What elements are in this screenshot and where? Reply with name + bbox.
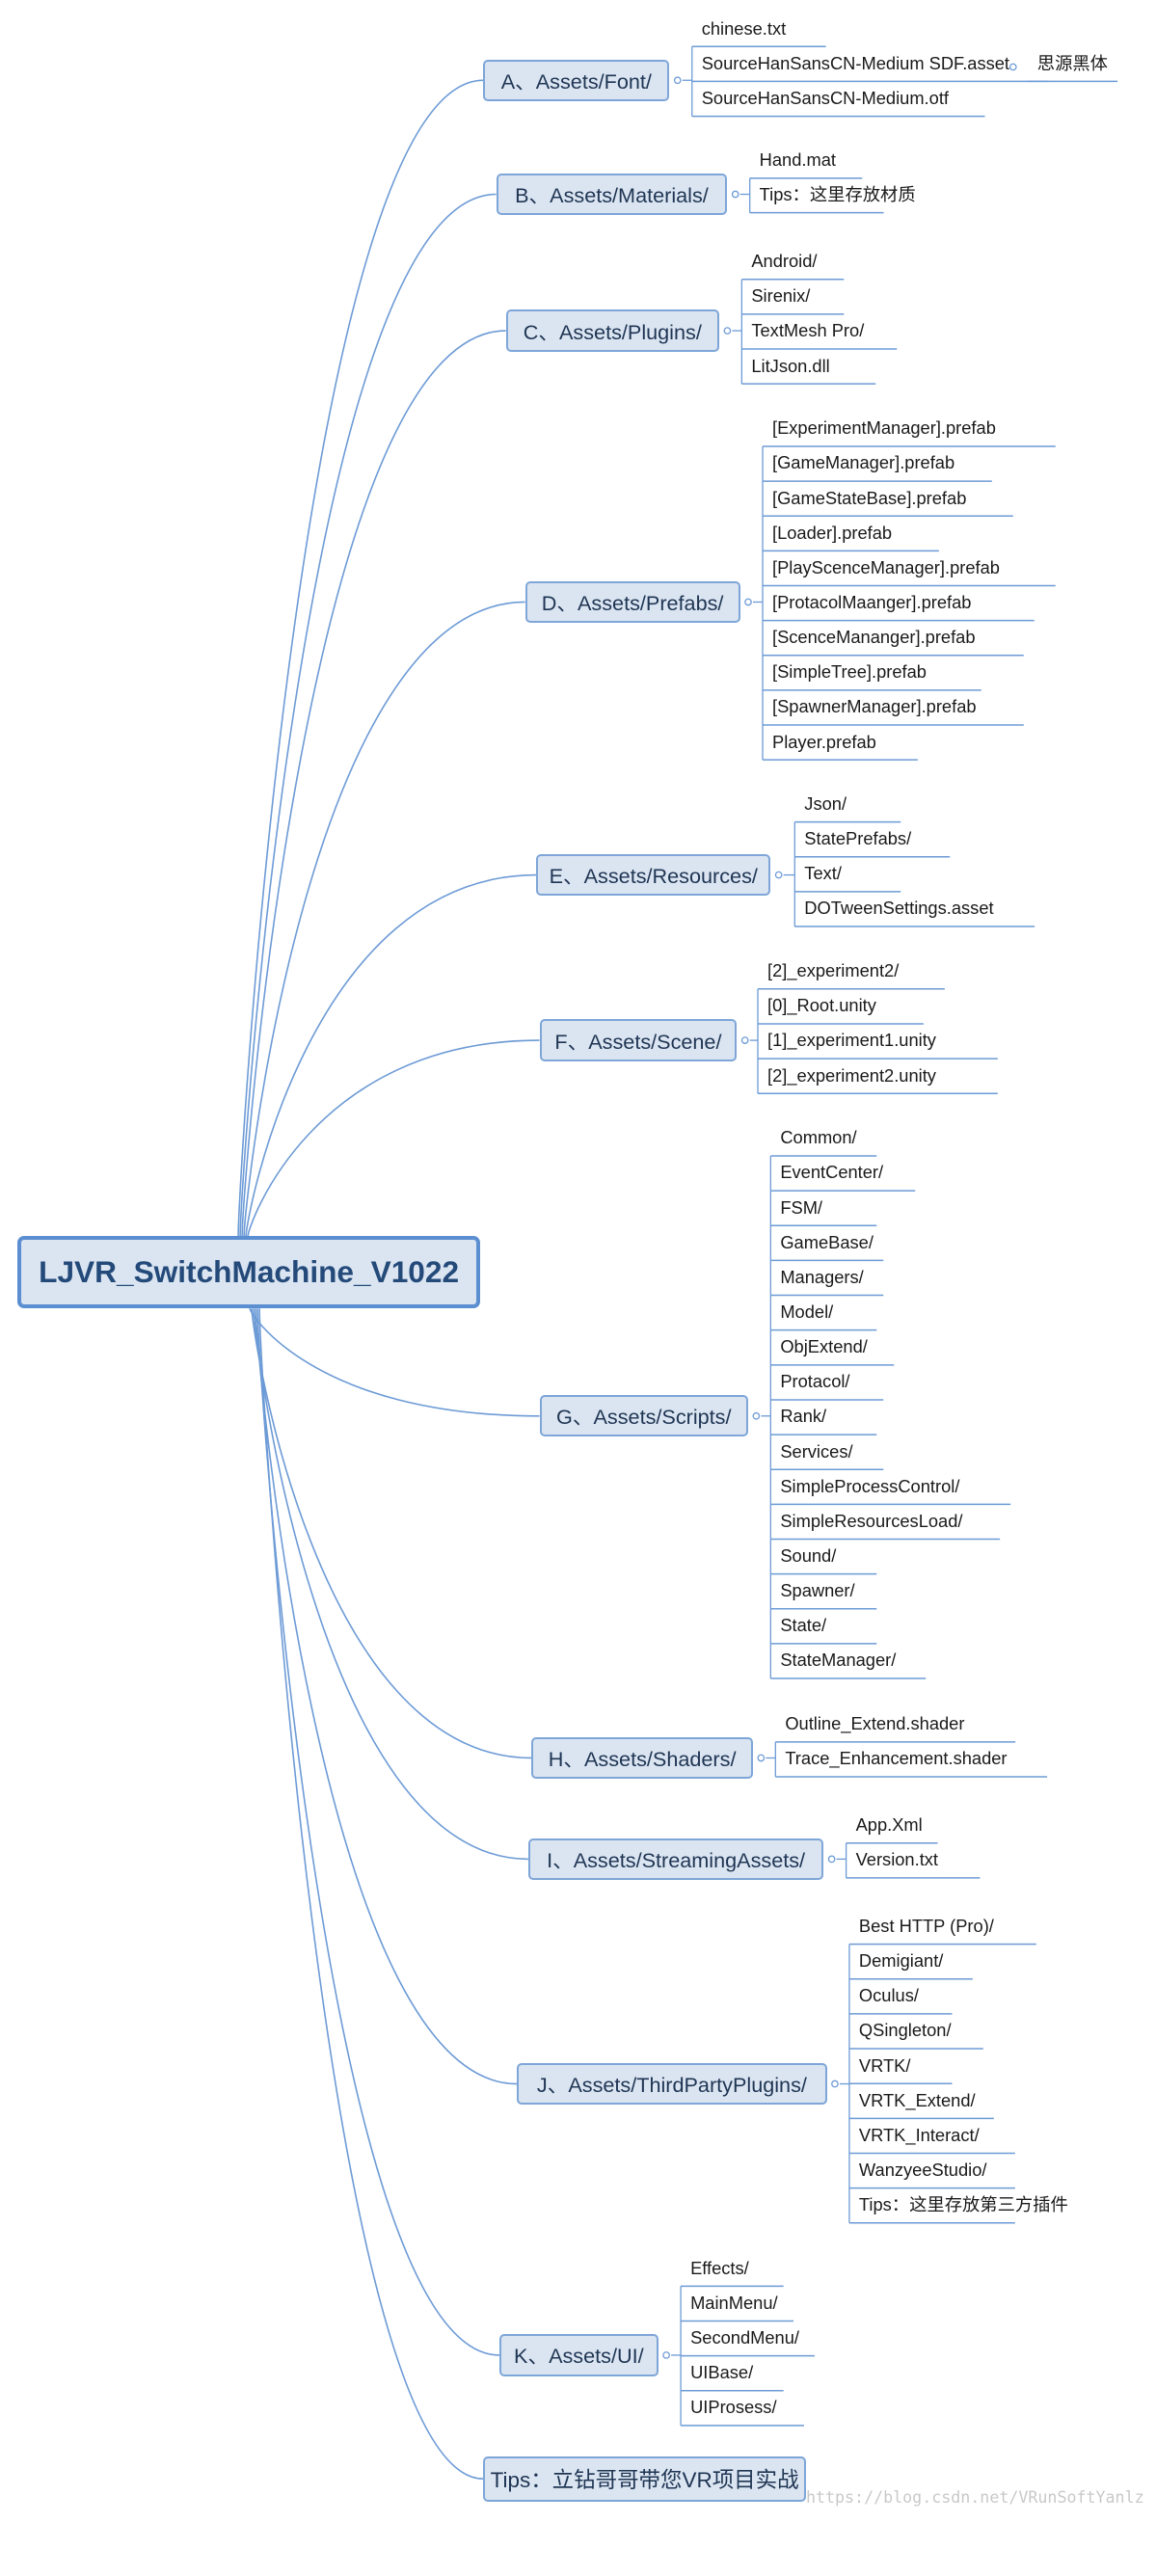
leaf-player-prefab[interactable]: Player.prefab	[771, 731, 876, 752]
branch-node-tips[interactable]: Tips：立钻哥哥带您VR项目实战	[483, 2455, 806, 2502]
leaf-qsingleton[interactable]: QSingleton/	[858, 2020, 952, 2041]
leaf-services[interactable]: Services/	[780, 1440, 853, 1462]
collapse-toggle-icon[interactable]	[1008, 63, 1017, 71]
leaf-managers[interactable]: Managers/	[780, 1266, 864, 1287]
collapse-toggle-icon[interactable]	[757, 1754, 766, 1762]
leaf-sound[interactable]: Sound/	[780, 1544, 837, 1566]
leaf-simpleprocesscontrol[interactable]: SimpleProcessControl/	[780, 1475, 960, 1496]
leaf-objextend[interactable]: ObjExtend/	[780, 1336, 868, 1357]
leaf-secondmenu[interactable]: SecondMenu/	[690, 2326, 799, 2348]
root-node[interactable]: LJVR_SwitchMachine_V1022	[17, 1236, 480, 1309]
branch-node-e[interactable]: E、Assets/Resources/	[536, 853, 771, 897]
collapse-toggle-icon[interactable]	[673, 76, 682, 85]
leaf-protacol[interactable]: Protacol/	[780, 1371, 850, 1392]
leaf-rank[interactable]: Rank/	[780, 1406, 827, 1427]
branch-node-d[interactable]: D、Assets/Prefabs/	[524, 580, 740, 624]
leaf-state[interactable]: State/	[780, 1615, 827, 1636]
leaf-android[interactable]: Android/	[751, 251, 818, 272]
leaf-effects[interactable]: Effects/	[690, 2257, 749, 2278]
leaf-textmesh-pro[interactable]: TextMesh Pro/	[751, 320, 865, 341]
leaf-loader-prefab[interactable]: [Loader].prefab	[771, 522, 893, 543]
leaf-fsm[interactable]: FSM/	[780, 1196, 823, 1218]
branch-node-i[interactable]: I、Assets/StreamingAssets/	[527, 1838, 824, 1881]
branch-node-h[interactable]: H、Assets/Shaders/	[531, 1736, 753, 1780]
leaf-simpleresourcesload[interactable]: SimpleResourcesLoad/	[780, 1510, 963, 1531]
leaf-vrtk[interactable]: VRTK/	[858, 2054, 911, 2076]
leaf-hand-mat[interactable]: Hand.mat	[759, 149, 836, 171]
collapse-toggle-icon[interactable]	[740, 1036, 749, 1044]
leaf-model[interactable]: Model/	[780, 1301, 834, 1323]
leaf-experimentmanager-prefab[interactable]: [ExperimentManager].prefab	[771, 417, 996, 439]
leaf-vrtk-extend[interactable]: VRTK_Extend/	[858, 2089, 976, 2110]
leaf-eventcenter[interactable]: EventCenter/	[780, 1162, 884, 1183]
collapse-toggle-icon[interactable]	[723, 327, 732, 335]
branch-node-j[interactable]: J、Assets/ThirdPartyPlugins/	[517, 2062, 827, 2106]
branch-node-k[interactable]: K、Assets/UI/	[498, 2334, 659, 2376]
leaf-wanzyeestudio[interactable]: WanzyeeStudio/	[858, 2159, 987, 2180]
leaf-uiprosess[interactable]: UIProsess/	[690, 2397, 777, 2418]
leaf-uibase[interactable]: UIBase/	[690, 2362, 754, 2383]
leaf-sourcehansanscn-medium-otf[interactable]: SourceHanSansCN-Medium.otf	[701, 87, 949, 108]
collapse-toggle-icon[interactable]	[831, 2080, 839, 2088]
leaf-tips[interactable]: Tips：这里存放材质	[759, 184, 916, 204]
leaf-protacolmaanger-prefab[interactable]: [ProtacolMaanger].prefab	[771, 591, 972, 612]
leaf-spawnermanager-prefab[interactable]: [SpawnerManager].prefab	[771, 696, 977, 717]
leaf-scencemananger-prefab[interactable]: [ScenceMananger].prefab	[771, 627, 976, 648]
collapse-toggle-icon[interactable]	[827, 1855, 836, 1864]
leaf-tips[interactable]: Tips：这里存放第三方插件	[858, 2194, 1068, 2215]
leaf-statemanager[interactable]: StateManager/	[780, 1650, 897, 1671]
leaf-mainmenu[interactable]: MainMenu/	[690, 2292, 778, 2313]
leaf-best-http-pro[interactable]: Best HTTP (Pro)/	[858, 1916, 994, 1936]
leaf-chinese-txt[interactable]: chinese.txt	[701, 17, 787, 39]
leaf-sourcehansanscn-medium-sdf-asset[interactable]: SourceHanSansCN-Medium SDF.asset	[701, 52, 1010, 73]
leaf-outline-extend-shader[interactable]: Outline_Extend.shader	[785, 1713, 965, 1734]
leaf-simpletree-prefab[interactable]: [SimpleTree].prefab	[771, 661, 927, 683]
leaf-2-experiment2[interactable]: [2]_experiment2/	[767, 960, 900, 981]
leaf-demigiant[interactable]: Demigiant/	[858, 1950, 944, 1972]
leaf-1-experiment1-unity[interactable]: [1]_experiment1.unity	[767, 1030, 936, 1051]
leaf-version-txt[interactable]: Version.txt	[855, 1849, 939, 1870]
leaf-spawner[interactable]: Spawner/	[780, 1580, 855, 1601]
leaf-json[interactable]: Json/	[804, 792, 847, 814]
leaf-gamemanager-prefab[interactable]: [GameManager].prefab	[771, 452, 955, 473]
branch-node-c[interactable]: C、Assets/Plugins/	[505, 309, 720, 352]
leaf-playscencemanager-prefab[interactable]: [PlayScenceManager].prefab	[771, 556, 1000, 577]
leaf-0-root-unity[interactable]: [0]_Root.unity	[767, 995, 876, 1016]
leaf-stateprefabs[interactable]: StatePrefabs/	[804, 828, 912, 849]
leaf-app-xml[interactable]: App.Xml	[855, 1814, 923, 1836]
branch-node-g[interactable]: G、Assets/Scripts/	[539, 1395, 749, 1437]
collapse-toggle-icon[interactable]	[752, 1411, 761, 1420]
collapse-toggle-icon[interactable]	[662, 2351, 670, 2359]
branch-node-a[interactable]: A、Assets/Font/	[483, 59, 670, 101]
leaf-dotweensettings-asset[interactable]: DOTweenSettings.asset	[804, 898, 994, 919]
leaf-litjson-dll[interactable]: LitJson.dll	[751, 355, 830, 376]
watermark: https://blog.csdn.net/VRunSoftYanlz	[805, 2488, 1144, 2508]
leaf-sirenix[interactable]: Sirenix/	[751, 285, 811, 307]
leaf-gamebase[interactable]: GameBase/	[780, 1231, 874, 1252]
leaf-trace-enhancement-shader[interactable]: Trace_Enhancement.shader	[785, 1748, 1008, 1769]
leaf-vrtk-interact[interactable]: VRTK_Interact/	[858, 2124, 980, 2145]
leaf-text[interactable]: Text/	[804, 863, 842, 884]
leaf-gamestatebase-prefab[interactable]: [GameStateBase].prefab	[771, 487, 967, 508]
leaf-sub-font-name[interactable]: 思源黑体	[1036, 52, 1108, 73]
branch-node-f[interactable]: F、Assets/Scene/	[539, 1019, 738, 1061]
leaf-2-experiment2-unity[interactable]: [2]_experiment2.unity	[767, 1064, 936, 1086]
collapse-toggle-icon[interactable]	[744, 598, 752, 606]
collapse-toggle-icon[interactable]	[731, 190, 739, 199]
leaf-oculus[interactable]: Oculus/	[858, 1985, 919, 2006]
branch-node-b[interactable]: B、Assets/Materials/	[496, 173, 728, 216]
collapse-toggle-icon[interactable]	[774, 871, 783, 879]
leaf-common[interactable]: Common/	[780, 1127, 857, 1148]
